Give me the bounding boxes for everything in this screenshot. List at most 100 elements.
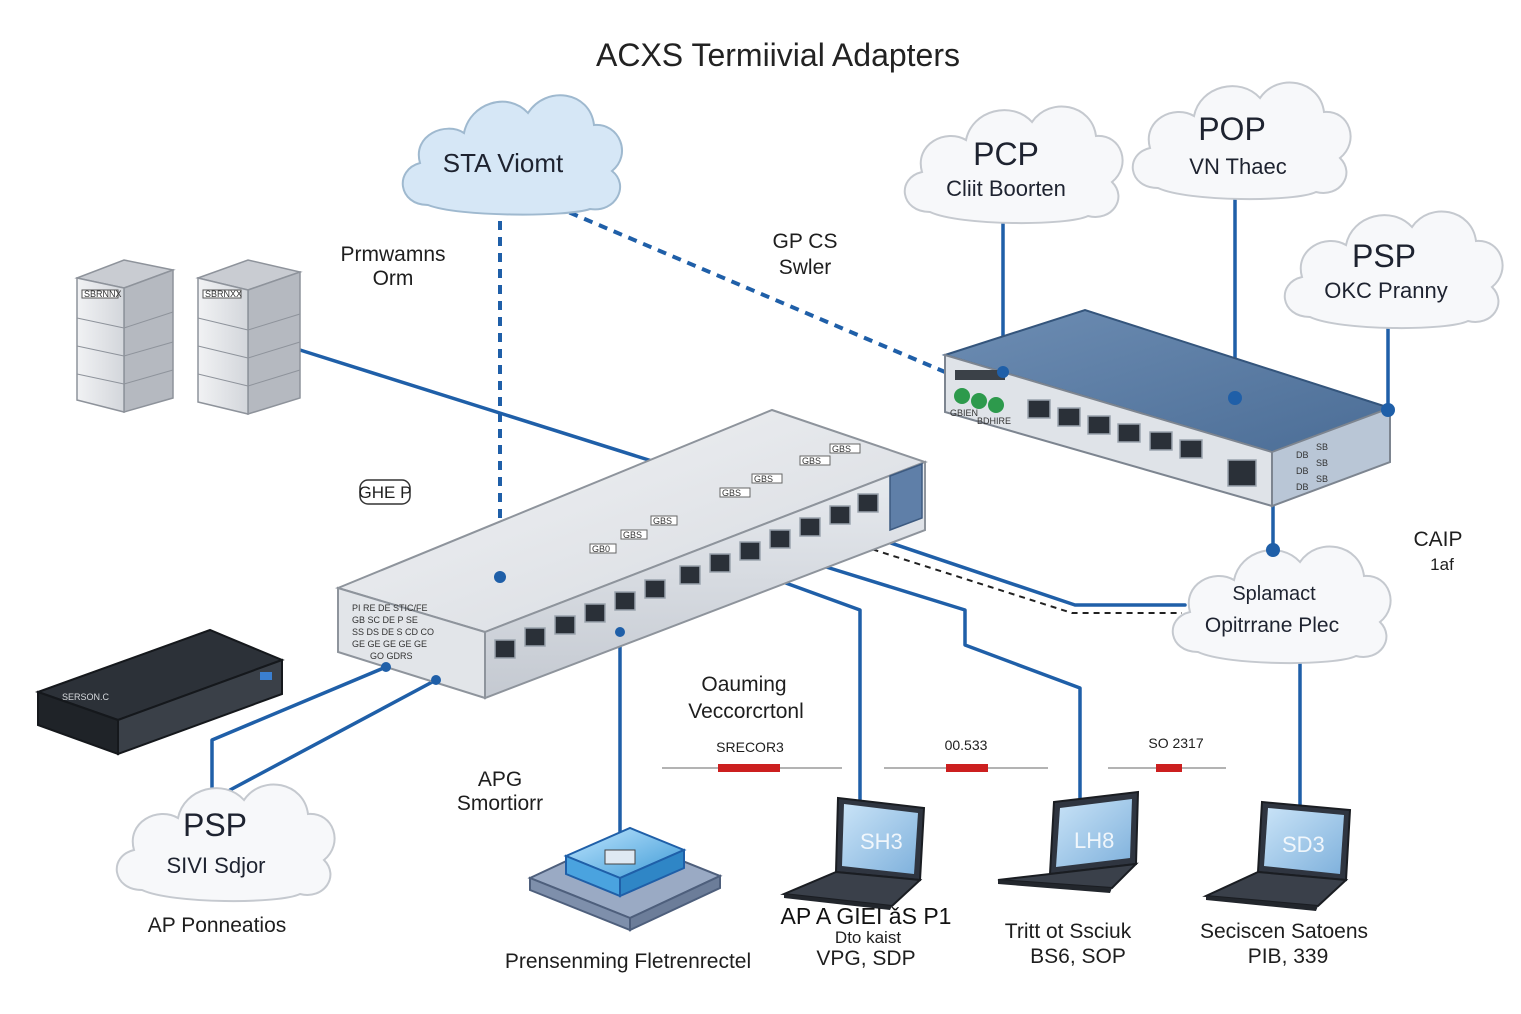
svg-text:DB: DB: [1296, 482, 1309, 492]
cloud-psp-right-title: PSP: [1352, 238, 1416, 274]
svg-text:SB: SB: [1316, 474, 1328, 484]
server-link: [298, 348, 657, 464]
main-switch: PI RE DE STIC/FE GB SC DE P SE SS DS DE …: [335, 408, 928, 700]
server-right: SBRNXX: [195, 259, 303, 416]
label-gpcs: GP CS Swler: [773, 230, 838, 279]
svg-text:1af: 1af: [1430, 555, 1454, 574]
svg-text:Seciscen Satoens: Seciscen Satoens: [1200, 920, 1368, 943]
cloud-pcp-title: PCP: [973, 136, 1039, 172]
cloud-psp-left: PSP SIVI Sdjor: [115, 783, 336, 903]
label-ap-ponneatios: AP Ponneatios: [148, 914, 287, 937]
svg-text:Orm: Orm: [373, 267, 414, 290]
connections: [210, 188, 1390, 847]
segment-1-label: SRECOR3: [716, 739, 784, 755]
svg-text:Smortiorr: Smortiorr: [457, 792, 543, 815]
svg-text:SB: SB: [1316, 458, 1328, 468]
svg-text:Tritt ot Ssciuk: Tritt ot Ssciuk: [1005, 920, 1132, 943]
server-right-tag: SBRNXX: [205, 289, 242, 299]
cloud-psp-right: PSP OKC Pranny: [1283, 210, 1504, 330]
connection-dot: [1266, 543, 1280, 557]
svg-text:Prmwamns: Prmwamns: [340, 243, 445, 266]
segment-3: SO 2317: [1108, 735, 1226, 772]
label-oauming: Oauming Veccorcrtonl: [688, 673, 804, 723]
laptop-3-caption: Seciscen Satoens PIB, 339: [1200, 920, 1368, 968]
svg-text:GBS: GBS: [754, 474, 773, 484]
laptop-2-caption: Tritt ot Ssciuk BS6, SOP: [1005, 920, 1132, 968]
switch-to-psp-left-link-a: [210, 665, 388, 792]
cloud-splamact: Splamact Opitrrane Plec: [1171, 545, 1392, 665]
right-switch-label-2: BDHIRE: [977, 416, 1011, 426]
connection-dots: [381, 366, 1395, 685]
segment-3-bar: [1156, 764, 1182, 772]
svg-text:Dto kaist: Dto kaist: [835, 928, 901, 947]
svg-text:GB0: GB0: [592, 544, 610, 554]
small-switch-label: SERSON.C: [62, 692, 110, 702]
svg-text:SS DS DE S CD CO: SS DS DE S CD CO: [352, 627, 434, 637]
segment-2: 00.533: [884, 737, 1048, 772]
svg-text:GE GE GE GE GE: GE GE GE GE GE: [352, 639, 427, 649]
svg-text:GP CS: GP CS: [773, 230, 838, 253]
laptop-1-screen-text: SH3: [860, 829, 903, 854]
cloud-pop: POP VN Thaec: [1131, 81, 1352, 201]
cloud-psp-right-subtitle: OKC Pranny: [1324, 278, 1448, 303]
status-led-3: [988, 397, 1004, 413]
svg-text:GBS: GBS: [832, 444, 851, 454]
segment-1-bar: [718, 764, 780, 772]
svg-text:Veccorcrtonl: Veccorcrtonl: [688, 700, 804, 723]
main-to-splamact-link: [868, 534, 1187, 607]
segment-1: SRECOR3: [662, 739, 842, 772]
right-switch-ports: [1027, 399, 1257, 487]
svg-text:VPG, SDP: VPG, SDP: [816, 947, 915, 970]
laptop-3-screen-text: SD3: [1282, 832, 1325, 857]
cloud-sta: STA Viomt: [401, 94, 623, 216]
switch-to-laptop-2-link: [821, 564, 1082, 810]
laptop-3: SD3: [1202, 800, 1352, 911]
connection-dot: [1228, 391, 1242, 405]
connection-dot: [615, 627, 625, 637]
svg-text:DB: DB: [1296, 450, 1309, 460]
svg-text:GHE P: GHE P: [359, 483, 412, 502]
label-prensenming: Prensenming Fletrenrectel: [505, 950, 751, 973]
connection-dot: [997, 366, 1009, 378]
cloud-pcp: PCP Cliit Boorten: [903, 105, 1124, 225]
laptop-1: SH3: [780, 796, 926, 910]
svg-text:GO GDRS: GO GDRS: [370, 651, 413, 661]
main-switch-ports: [494, 493, 879, 659]
svg-text:PI RE DE STIC/FE: PI RE DE STIC/FE: [352, 603, 428, 613]
svg-text:GBS: GBS: [623, 530, 642, 540]
svg-text:Oauming: Oauming: [701, 673, 786, 696]
status-led-1: [954, 388, 970, 404]
svg-text:AP A GIEI ǎS P1: AP A GIEI ǎS P1: [781, 903, 952, 929]
laptop-2: LH8: [997, 790, 1140, 893]
right-switch-label-1: GBIEN: [950, 408, 978, 418]
svg-text:GBS: GBS: [802, 456, 821, 466]
svg-text:PIB, 339: PIB, 339: [1248, 945, 1329, 968]
connection-dot: [494, 571, 506, 583]
laptop-1-caption: AP A GIEI ǎS P1 Dto kaist VPG, SDP: [781, 903, 952, 970]
main-to-splamact-dashed: [861, 545, 1182, 614]
svg-text:Swler: Swler: [779, 256, 832, 279]
switch-to-psp-left-link-b: [228, 678, 438, 792]
server-left: SBRNNX: [74, 259, 176, 413]
segment-3-label: SO 2317: [1148, 735, 1203, 751]
label-caip: CAIP 1af: [1413, 528, 1462, 574]
label-ghep: GHE P: [359, 479, 412, 505]
router: [527, 826, 723, 932]
cloud-pop-subtitle: VN Thaec: [1189, 154, 1286, 179]
cloud-splamact-subtitle: Opitrrane Plec: [1205, 614, 1339, 637]
connection-dot: [431, 675, 441, 685]
cloud-pop-title: POP: [1198, 111, 1266, 147]
svg-text:APG: APG: [478, 768, 522, 791]
connection-dot: [1381, 403, 1395, 417]
switch-to-laptop-1-link: [770, 576, 862, 802]
cloud-psp-left-subtitle: SIVI Sdjor: [166, 853, 265, 878]
label-primwarns: Prmwamns Orm: [340, 243, 445, 290]
connection-dot: [381, 662, 391, 672]
cloud-splamact-title: Splamact: [1232, 583, 1316, 605]
server-left-tag: SBRNNX: [84, 289, 122, 299]
diagram-title: ACXS Termiivial Adapters: [596, 37, 960, 73]
cloud-psp-left-title: PSP: [183, 807, 247, 843]
sta-to-right-switch-dashed-link: [539, 198, 946, 374]
label-apg: APG Smortiorr: [457, 768, 543, 815]
cloud-sta-title: STA Viomt: [443, 148, 564, 178]
